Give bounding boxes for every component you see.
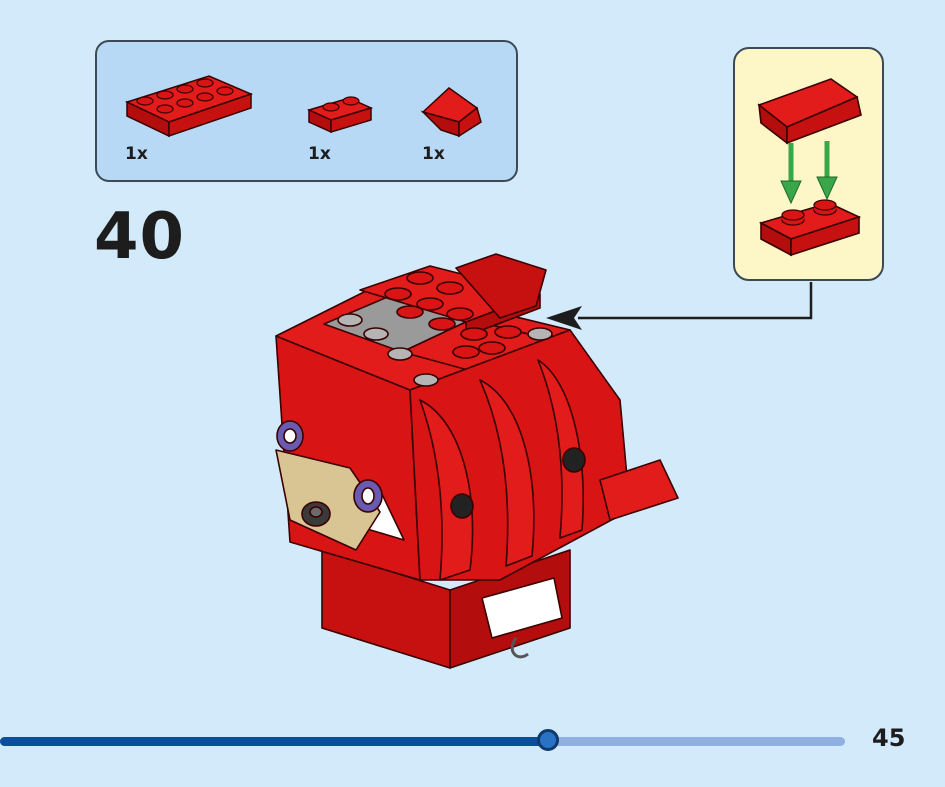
slope-1x2-red-icon: [757, 78, 862, 145]
model-illustration: [275, 253, 679, 669]
progress-handle[interactable]: [537, 729, 559, 751]
part-quantity: 1x: [125, 144, 148, 164]
plate-1x2-red-icon: [306, 96, 374, 134]
step-number: 40: [94, 200, 186, 274]
plate-1x2-red-icon: [758, 199, 862, 257]
slope-1x2-red-icon: [420, 87, 482, 138]
part-quantity: 1x: [308, 144, 331, 164]
green-down-arrow-icon: [780, 141, 838, 205]
plate-2x4-red-icon: [124, 75, 254, 138]
part-quantity: 1x: [422, 144, 445, 164]
page-number: 45: [872, 724, 906, 752]
parts-list-box: 1x 1x 1x: [95, 40, 518, 182]
progress-fill: [0, 737, 548, 746]
callout-box: [733, 47, 884, 281]
progress-bar: [0, 729, 845, 751]
